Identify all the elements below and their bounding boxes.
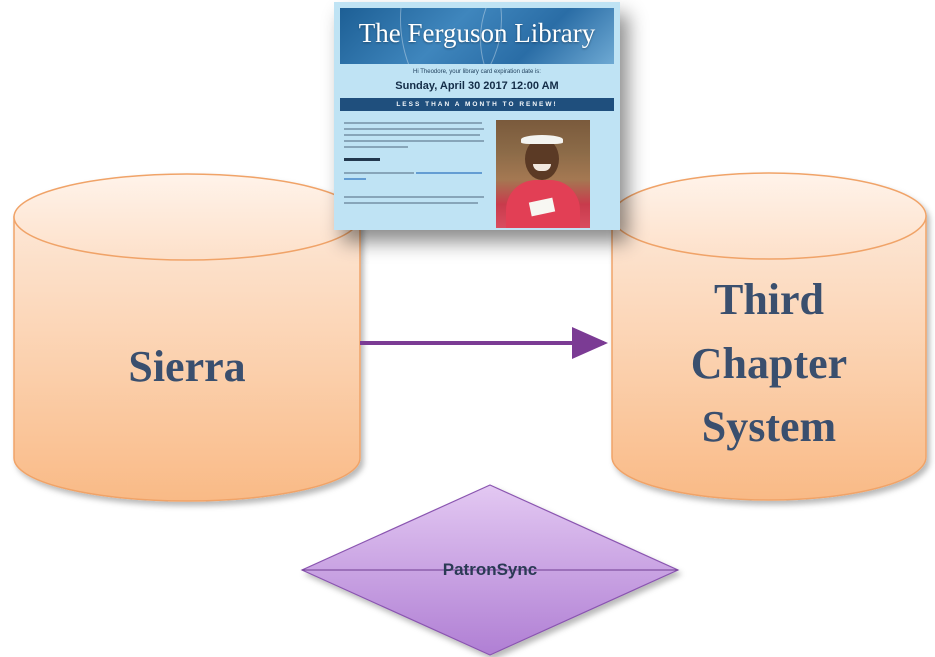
email-renew-banner: LESS THAN A MONTH TO RENEW! (340, 98, 614, 111)
photo-headband-shape (521, 135, 563, 144)
email-body-line (344, 146, 408, 148)
target-database-label-line-2: Chapter (691, 339, 847, 388)
email-link-line[interactable] (416, 172, 482, 174)
email-body-line (344, 140, 484, 142)
email-renew-banner-text: LESS THAN A MONTH TO RENEW! (396, 101, 558, 108)
email-notification: The Ferguson Library Hi Theodore, your l… (334, 2, 620, 230)
email-header: The Ferguson Library (340, 8, 614, 64)
patron-photo (496, 120, 590, 228)
email-link-line[interactable] (344, 178, 366, 180)
target-database-label-line-1: Third (714, 275, 824, 324)
email-body-line (344, 172, 414, 174)
target-database-label-line-3: System (702, 402, 836, 451)
email-subheading (344, 158, 380, 161)
sync-process-diamond (300, 484, 680, 656)
email-body-line (344, 134, 480, 136)
email-title: The Ferguson Library (358, 18, 596, 48)
email-body-line (344, 128, 484, 130)
photo-face-shape (525, 138, 559, 180)
header-decoration (480, 8, 614, 64)
email-body-line (344, 202, 478, 204)
email-greeting: Hi Theodore, your library card expiratio… (413, 69, 541, 75)
header-decoration (400, 8, 614, 64)
source-database-label: Sierra (128, 342, 245, 391)
email-expiration-date: Sunday, April 30 2017 12:00 AM (395, 80, 559, 92)
email-body-line (344, 196, 484, 198)
photo-smile-shape (533, 164, 551, 171)
source-database-cylinder (13, 173, 361, 502)
target-database-cylinder (611, 172, 927, 501)
sync-process-label: PatronSync (443, 560, 537, 579)
email-body-line (344, 122, 482, 124)
